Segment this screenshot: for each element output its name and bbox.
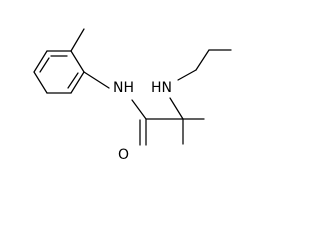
aryl-nh-bond [83,71,110,89]
amine-nitrogen-label: HN [151,80,172,96]
ring-bond [33,50,48,73]
ring-double-bond [67,72,79,89]
ring-bond [70,71,85,94]
carbonyl-oxygen-label: O [118,147,129,163]
methyl-bond [70,28,85,52]
ring-bond [70,50,85,73]
quaternary-hn-bond [169,97,184,120]
propyl-bond [195,49,210,71]
amide-nitrogen-label: NH [113,80,134,96]
propyl-bond [177,69,197,81]
chemical-structure-diagram: NH HN O [33,28,232,163]
ring-double-bond [39,57,50,73]
benzene-ring [33,50,85,94]
ring-bond [33,71,48,94]
nh-carbonyl-bond [131,99,147,120]
